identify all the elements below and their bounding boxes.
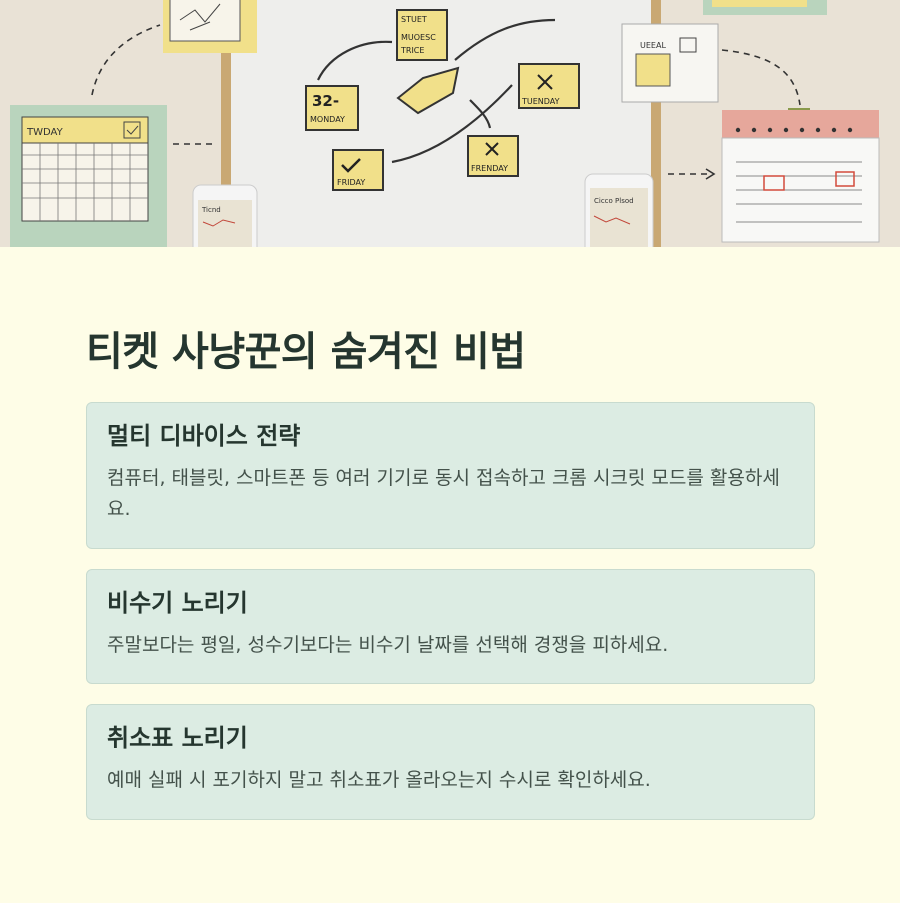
planning-board-image: TWDAY [0,0,900,247]
note-frenday: FRENDAY [471,164,508,173]
hero-illustration: TWDAY [0,0,900,247]
phone-note-left: Ticnd [201,206,221,214]
card-heading: 취소표 노리기 [107,724,248,752]
main-content: 티켓 사냥꾼의 숨겨진 비법 [86,320,815,384]
tip-card-off-season: 비수기 노리기 주말보다는 평일, 성수기보다는 비수기 날짜를 선택해 경쟁을… [86,569,815,684]
note-friday: FRIDAY [337,178,365,187]
phone-note-right: Cicco Plsod [594,197,634,205]
note-monday: MONDAY [310,115,345,124]
card-body: 예매 실패 시 포기하지 말고 취소표가 올라오는지 수시로 확인하세요. [107,769,651,791]
twday-label: TWDAY [26,127,64,138]
tip-card-multi-device: 멀티 디바이스 전략 컴퓨터, 태블릿, 스마트폰 등 여러 기기로 동시 접속… [86,402,815,549]
tip-card-cancellations: 취소표 노리기 예매 실패 시 포기하지 말고 취소표가 올라오는지 수시로 확… [86,704,815,820]
note-trice: TRICE [400,46,424,55]
note-ueeal: UEEAL [640,41,666,50]
card-body: 주말보다는 평일, 성수기보다는 비수기 날짜를 선택해 경쟁을 피하세요. [107,634,669,656]
note-stuet: STUET [401,15,427,24]
card-heading: 비수기 노리기 [107,589,248,617]
note-mudesc: MUOESC [401,33,436,42]
page-title: 티켓 사냥꾼의 숨겨진 비법 [86,329,526,375]
left-calendar: TWDAY [10,105,167,247]
right-calendar [721,108,880,243]
phones: Ticnd Cicco Plsod [192,173,654,247]
note-monday-num: 32- [312,92,339,110]
note-tuenday: TUENDAY [521,97,560,106]
card-body: 컴퓨터, 태블릿, 스마트폰 등 여러 기기로 동시 접속하고 크롬 시크릿 모… [107,467,780,520]
board-notes: STUET MUOESC TRICE 32- MONDAY TUENDAY FR… [305,9,580,191]
card-heading: 멀티 디바이스 전략 [107,422,301,450]
